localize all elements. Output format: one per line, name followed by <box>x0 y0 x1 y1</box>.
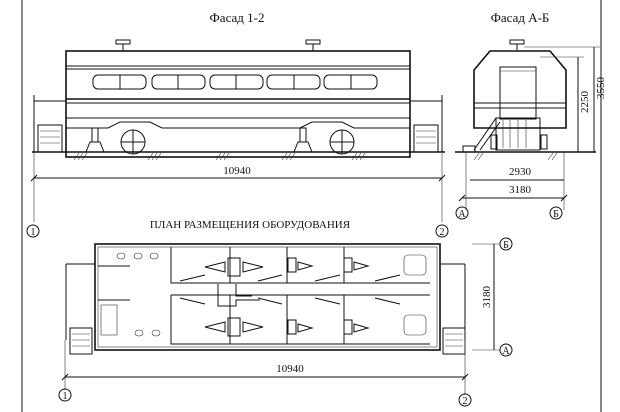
door <box>499 66 537 120</box>
plan-axis-1-label: 1 <box>63 391 68 402</box>
end-outer-width-label: 3180 <box>509 184 532 196</box>
seats <box>179 257 401 337</box>
stairs <box>473 117 501 151</box>
axis-marker <box>499 237 513 251</box>
axis-b-label: Б <box>553 209 559 220</box>
end-inner-width-label: 2930 <box>509 166 532 178</box>
axis-marker <box>435 224 449 238</box>
axis-marker <box>26 224 40 238</box>
plan-axis-b-label: Б <box>503 240 509 251</box>
side-length-label: 10940 <box>223 165 251 177</box>
windows <box>92 74 378 90</box>
end-body-height-label: 2250 <box>579 91 591 114</box>
equipment-plan: 3180 Б А 10940 1 2 <box>58 237 513 407</box>
axis-marker <box>455 206 469 220</box>
facade-side-title: Фасад 1-2 <box>210 10 265 25</box>
car-body <box>65 50 411 158</box>
end-total-height-label: 3550 <box>595 77 607 100</box>
plan-axis-a-label: А <box>502 346 510 357</box>
axis-a-label: А <box>458 209 466 220</box>
end-facade: 2250 3550 2930 3180 А Б <box>455 39 607 220</box>
plan-outline <box>94 243 441 351</box>
facade-end-title: Фасад А-Б <box>491 10 550 25</box>
axis-marker <box>458 393 472 407</box>
plan-axis-2-label: 2 <box>463 396 468 407</box>
axis-marker <box>58 388 72 402</box>
axis-1-label: 1 <box>31 227 36 238</box>
plan-title: ПЛАН РАЗМЕЩЕНИЯ ОБОРУДОВАНИЯ <box>150 219 351 231</box>
plan-length-label: 10940 <box>276 363 304 375</box>
axis-2-label: 2 <box>440 227 445 238</box>
plan-width-label: 3180 <box>481 286 493 309</box>
side-facade: 10940 1 2 <box>26 39 449 238</box>
axis-marker <box>549 206 563 220</box>
end-body <box>473 50 567 129</box>
step-block <box>69 327 93 355</box>
step-block <box>442 327 466 355</box>
axis-marker <box>499 343 513 357</box>
